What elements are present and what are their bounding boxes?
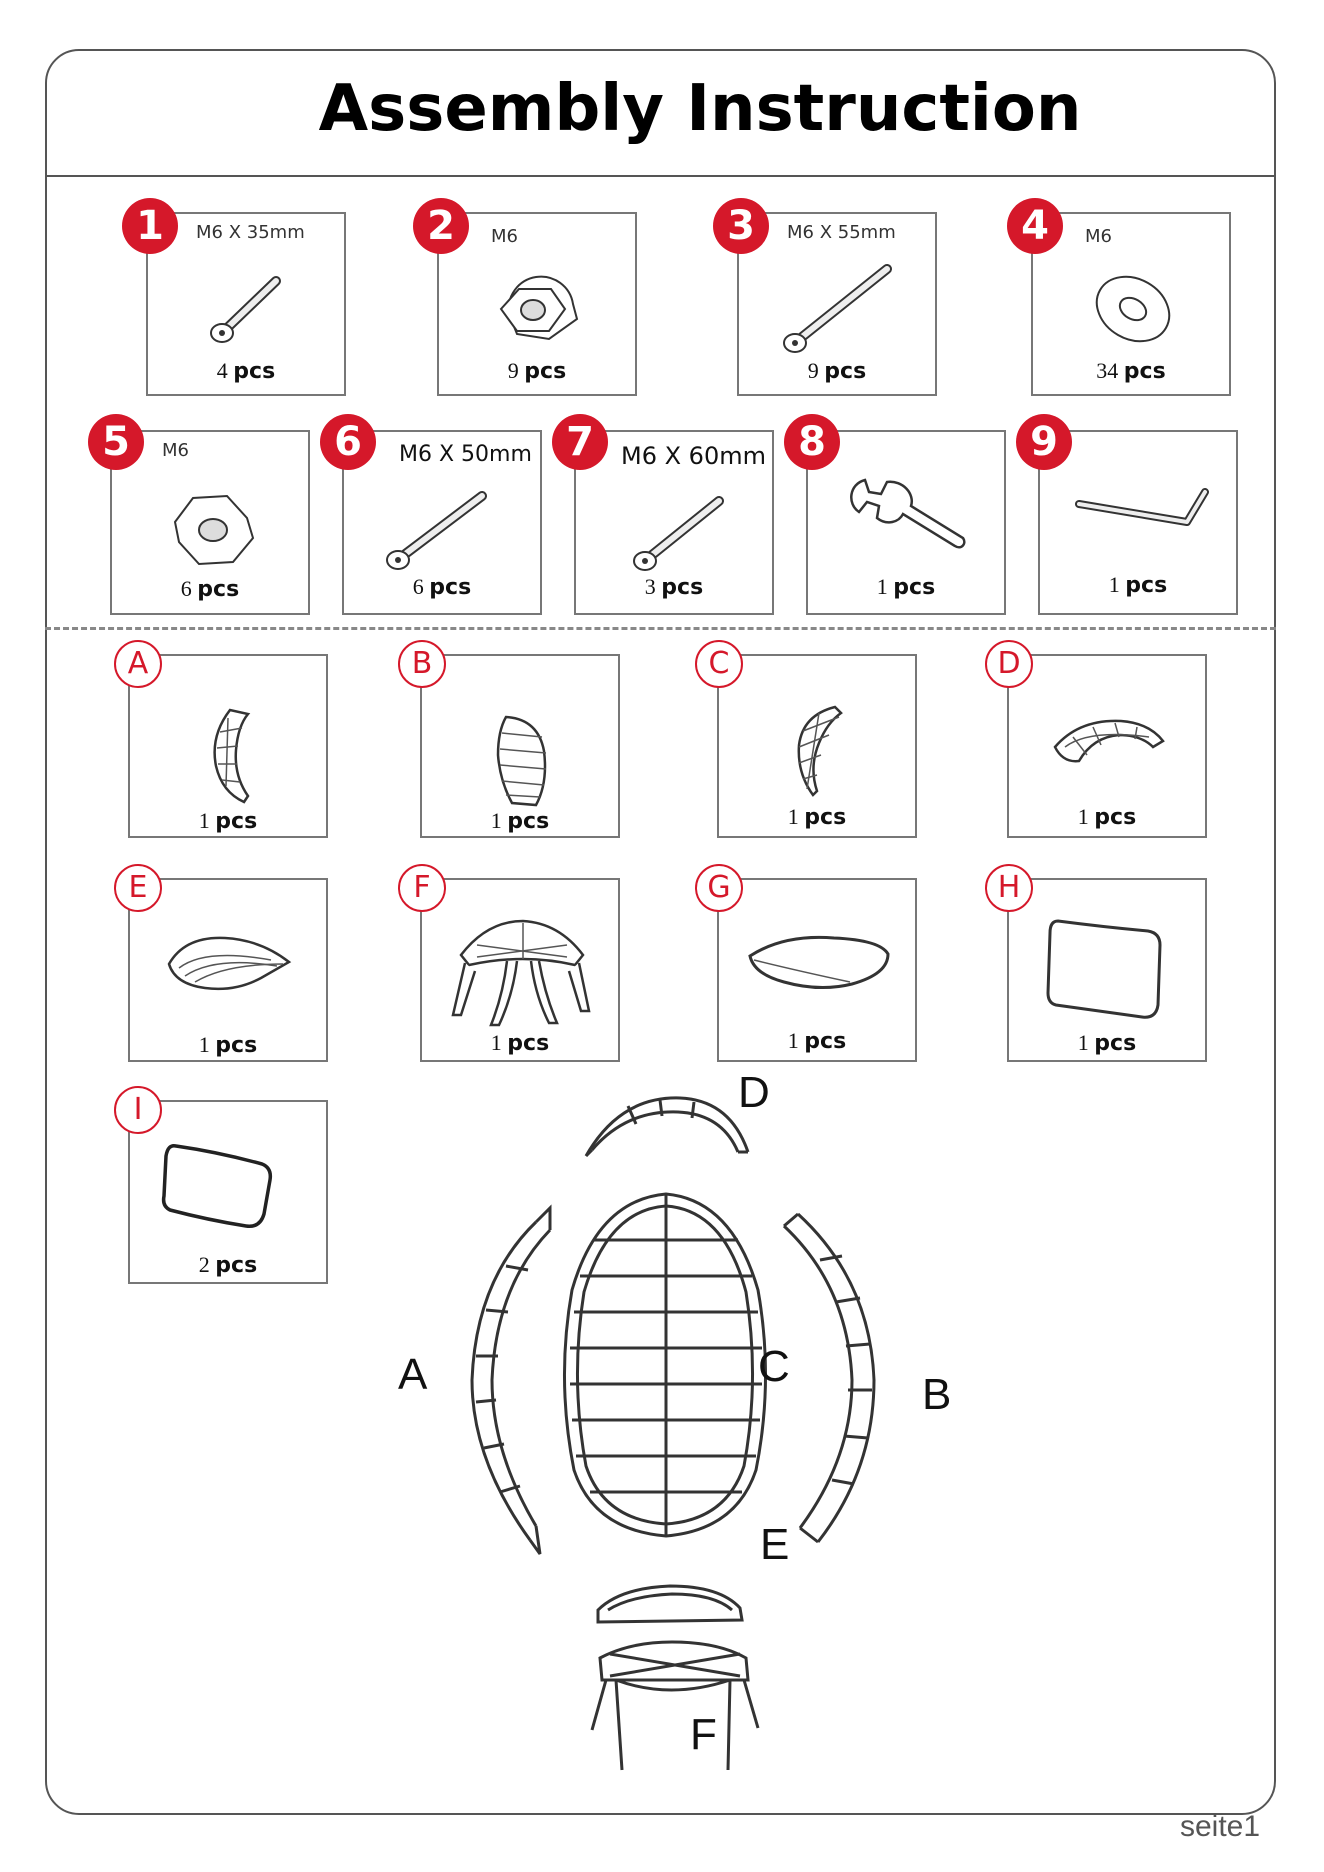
hardware-item-3: M6 X 55mm 9 pcs — [737, 212, 937, 396]
part-item-e: 1 pcs — [128, 878, 328, 1062]
hardware-spec: M6 — [1085, 226, 1112, 247]
part-qty: 1 pcs — [130, 1032, 326, 1058]
part-letter-badge: A — [114, 640, 162, 688]
part-letter-badge: B — [398, 640, 446, 688]
part-qty: 1 pcs — [1009, 804, 1205, 830]
hardware-qty: 4 pcs — [148, 358, 344, 384]
hardware-spec: M6 X 50mm — [399, 442, 532, 467]
hardware-item-7: M6 X 60mm 3 pcs — [574, 430, 774, 615]
hardware-number-badge: 4 — [1007, 198, 1063, 254]
part-letter-badge: G — [695, 864, 743, 912]
part-item-d: 1 pcs — [1007, 654, 1207, 838]
part-letter-badge: D — [985, 640, 1033, 688]
page-footer: seite1 — [1180, 1810, 1260, 1844]
part-qty: 1 pcs — [1009, 1030, 1205, 1056]
washer-icon — [1088, 269, 1178, 349]
page-title: Assembly Instruction — [300, 72, 1100, 146]
part-item-b: 1 pcs — [420, 654, 620, 838]
diagram-label-e: E — [760, 1520, 789, 1570]
hardware-qty: 3 pcs — [576, 574, 772, 600]
hardware-number-badge: 8 — [784, 414, 840, 470]
wrench-icon — [843, 472, 973, 567]
hardware-number-badge: 1 — [122, 198, 178, 254]
hardware-item-8: 1 pcs — [806, 430, 1006, 615]
hardware-number-badge: 3 — [713, 198, 769, 254]
diagram-part-b — [784, 1214, 874, 1542]
top-panel-icon — [1049, 711, 1169, 791]
part-qty: 1 pcs — [719, 804, 915, 830]
hardware-spec: M6 X 60mm — [621, 442, 766, 470]
part-item-f: 1 pcs — [420, 878, 620, 1062]
hardware-number-badge: 6 — [320, 414, 376, 470]
side-panel-left-icon — [200, 706, 260, 806]
hex-nut-icon — [167, 482, 267, 572]
part-qty: 1 pcs — [719, 1028, 915, 1054]
hardware-number-badge: 9 — [1016, 414, 1072, 470]
seat-frame-icon — [165, 930, 295, 1010]
part-item-a: 1 pcs — [128, 654, 328, 838]
part-letter-badge: C — [695, 640, 743, 688]
base-stand-icon — [447, 915, 597, 1030]
hardware-number-badge: 2 — [413, 198, 469, 254]
diagram-label-f: F — [690, 1710, 717, 1760]
part-letter-badge: H — [985, 864, 1033, 912]
hardware-spec: M6 X 55mm — [787, 222, 896, 243]
hardware-qty: 1 pcs — [808, 574, 1004, 600]
bolt-icon — [208, 269, 288, 349]
pillow-icon — [158, 1140, 278, 1240]
diagram-part-f — [592, 1642, 758, 1770]
part-qty: 1 pcs — [422, 808, 618, 834]
back-panel-icon — [789, 701, 849, 801]
part-letter-badge: E — [114, 864, 162, 912]
hardware-qty: 6 pcs — [112, 576, 308, 602]
seat-cushion-icon — [744, 930, 894, 1000]
hardware-qty: 34 pcs — [1033, 358, 1229, 384]
diagram-part-e — [598, 1586, 742, 1622]
hardware-spec: M6 — [491, 226, 518, 247]
part-qty: 2 pcs — [130, 1252, 326, 1278]
hardware-number-badge: 5 — [88, 414, 144, 470]
cap-nut-icon — [489, 259, 589, 349]
part-qty: 1 pcs — [130, 808, 326, 834]
diagram-part-c — [564, 1194, 765, 1536]
allen-key-icon — [1075, 482, 1215, 542]
hardware-item-9: 1 pcs — [1038, 430, 1238, 615]
side-panel-right-icon — [492, 711, 552, 811]
hardware-qty: 9 pcs — [439, 358, 635, 384]
hardware-qty: 1 pcs — [1040, 572, 1236, 598]
part-item-c: 1 pcs — [717, 654, 917, 838]
hardware-qty: 6 pcs — [344, 574, 540, 600]
hardware-qty: 9 pcs — [739, 358, 935, 384]
part-letter-badge: F — [398, 864, 446, 912]
diagram-label-a: A — [398, 1350, 427, 1400]
part-letter-badge: I — [114, 1086, 162, 1134]
hardware-item-5: M6 6 pcs — [110, 430, 310, 615]
back-cushion-icon — [1044, 915, 1164, 1025]
diagram-label-d: D — [738, 1068, 770, 1118]
hardware-spec: M6 — [162, 440, 189, 461]
hardware-item-6: M6 X 50mm 6 pcs — [342, 430, 542, 615]
section-divider — [45, 627, 1276, 630]
diagram-label-c: C — [758, 1342, 790, 1392]
hardware-item-4: M6 34 pcs — [1031, 212, 1231, 396]
part-item-h: 1 pcs — [1007, 878, 1207, 1062]
part-item-g: 1 pcs — [717, 878, 917, 1062]
hardware-number-badge: 7 — [552, 414, 608, 470]
diagram-part-a — [472, 1208, 550, 1554]
bolt-icon — [631, 487, 731, 577]
title-divider — [45, 175, 1276, 177]
hardware-item-1: M6 X 35mm 4 pcs — [146, 212, 346, 396]
part-qty: 1 pcs — [422, 1030, 618, 1056]
hardware-item-2: M6 9 pcs — [437, 212, 637, 396]
diagram-label-b: B — [922, 1370, 951, 1420]
bolt-icon — [779, 259, 899, 359]
exploded-assembly-diagram — [380, 1080, 940, 1800]
bolt-icon — [384, 482, 494, 572]
diagram-part-d — [586, 1098, 748, 1156]
part-item-i: 2 pcs — [128, 1100, 328, 1284]
hardware-spec: M6 X 35mm — [196, 222, 305, 243]
